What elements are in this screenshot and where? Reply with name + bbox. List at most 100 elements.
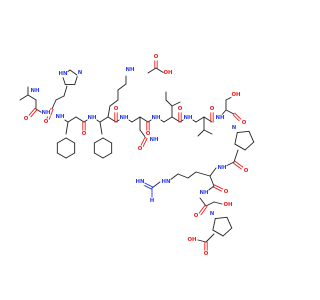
histidine-side <box>63 85 68 97</box>
label-backdrop <box>215 114 225 122</box>
lysine-side-chain <box>117 83 127 91</box>
label-backdrop <box>177 105 183 113</box>
label-backdrop <box>203 250 209 258</box>
peptide-backbone <box>195 116 205 123</box>
valine-side <box>197 129 205 137</box>
label-backdrop <box>161 178 171 186</box>
amide-n-label: NH <box>119 115 129 121</box>
guanidine-bond <box>151 181 161 189</box>
threonine2-carbonyl <box>198 204 206 214</box>
label-backdrop <box>223 201 233 209</box>
threonine2-carbonyl <box>200 206 208 216</box>
carbonyl-o-label: O <box>82 131 87 137</box>
threonine-carbonyl <box>232 114 240 122</box>
label-backdrop <box>149 197 155 205</box>
carbonyl-o-label: O <box>146 131 151 137</box>
peptide-backbone <box>67 116 77 123</box>
label-backdrop <box>77 69 83 77</box>
proline-ring-1 <box>234 143 246 151</box>
threonine-o-label: O <box>242 120 247 126</box>
amide-n-label: NH <box>199 190 209 196</box>
label-backdrop <box>199 189 209 197</box>
asparagine-carbonyl <box>142 138 148 147</box>
label-backdrop <box>209 210 215 218</box>
acetic-acid-bond <box>155 67 165 74</box>
amide-n-label: NH <box>87 115 97 121</box>
label-backdrop <box>43 118 49 126</box>
lysine-side-chain <box>109 99 119 107</box>
imidazole-ring <box>74 75 79 85</box>
threonine-carbonyl <box>234 112 242 120</box>
proline-carbonyl <box>234 160 244 168</box>
threonine2-oh-label: OH <box>223 202 233 208</box>
arginine-o-label: O <box>224 189 229 195</box>
asparagine-o-label: O <box>138 146 143 152</box>
label-backdrop <box>113 105 119 113</box>
amide-n-label: NH <box>151 115 161 121</box>
label-backdrop <box>137 145 143 153</box>
amide-n-label: NH <box>41 110 51 116</box>
arginine-side <box>195 171 211 177</box>
isoleucine-side <box>165 99 173 107</box>
lysine-amine-label: NH <box>125 67 135 73</box>
histidine-o-label: O <box>44 119 49 125</box>
peptide-backbone <box>131 116 141 123</box>
asparagine-amine-label: NH <box>149 137 159 143</box>
asparagine-carbonyl <box>140 137 146 146</box>
proline-carbonyl <box>232 162 242 170</box>
label-backdrop <box>41 109 51 117</box>
proline-ring-1 <box>248 130 255 143</box>
arginine-side <box>169 173 179 181</box>
amide-n-label: NH <box>215 115 225 121</box>
label-backdrop <box>151 114 161 122</box>
proline-ring-1 <box>234 132 238 145</box>
label-backdrop <box>119 114 129 122</box>
phenyl-ring-2 <box>93 137 104 144</box>
label-backdrop <box>81 130 87 138</box>
label-backdrop <box>193 212 199 220</box>
proline2-acid <box>205 233 215 243</box>
proline-ring-1 <box>236 130 250 134</box>
acetic-acid-bond <box>147 67 157 74</box>
label-backdrop <box>241 119 247 127</box>
amide-n-label: NH <box>55 114 65 120</box>
threonine2-chain <box>199 197 207 207</box>
valine-o-label: O <box>24 116 29 122</box>
peptide-backbone <box>139 116 149 123</box>
proline-ring-2 <box>226 216 233 229</box>
phenyl-ring-2 <box>102 152 113 159</box>
phenyl-ring-2 <box>102 137 113 144</box>
phenyl-ring-1 <box>56 137 67 144</box>
arginine-backbone <box>209 175 215 187</box>
threonine-chain <box>225 109 235 115</box>
label-backdrop <box>209 105 215 113</box>
label-backdrop <box>55 113 65 121</box>
label-backdrop <box>243 167 249 175</box>
label-backdrop <box>149 136 159 144</box>
histidine-chain <box>55 95 65 101</box>
label-backdrop <box>153 53 159 61</box>
label-backdrop <box>30 87 40 95</box>
label-backdrop <box>145 130 151 138</box>
label-backdrop <box>231 124 237 132</box>
imidazole-n-label: N <box>78 70 83 76</box>
proline2-n-label: N <box>210 211 215 217</box>
label-backdrop <box>58 70 68 78</box>
imidazole-nh-label: HN <box>58 71 68 77</box>
proline2-oh-label: OH <box>187 237 197 243</box>
proline-ring-2 <box>212 229 224 237</box>
arginine-carbonyl <box>214 184 223 190</box>
amide-n-label: NH <box>217 165 227 171</box>
histidine-chain <box>51 99 57 110</box>
peptide-backbone <box>163 116 173 123</box>
acetic-acid-oh-label: OH <box>163 70 173 76</box>
threonine2-chain <box>205 201 215 207</box>
guanidine-double <box>143 184 152 190</box>
carbonyl-o-label: O <box>114 106 119 112</box>
label-backdrop <box>183 114 193 122</box>
label-backdrop <box>163 69 173 77</box>
isoleucine-branch <box>171 101 181 107</box>
